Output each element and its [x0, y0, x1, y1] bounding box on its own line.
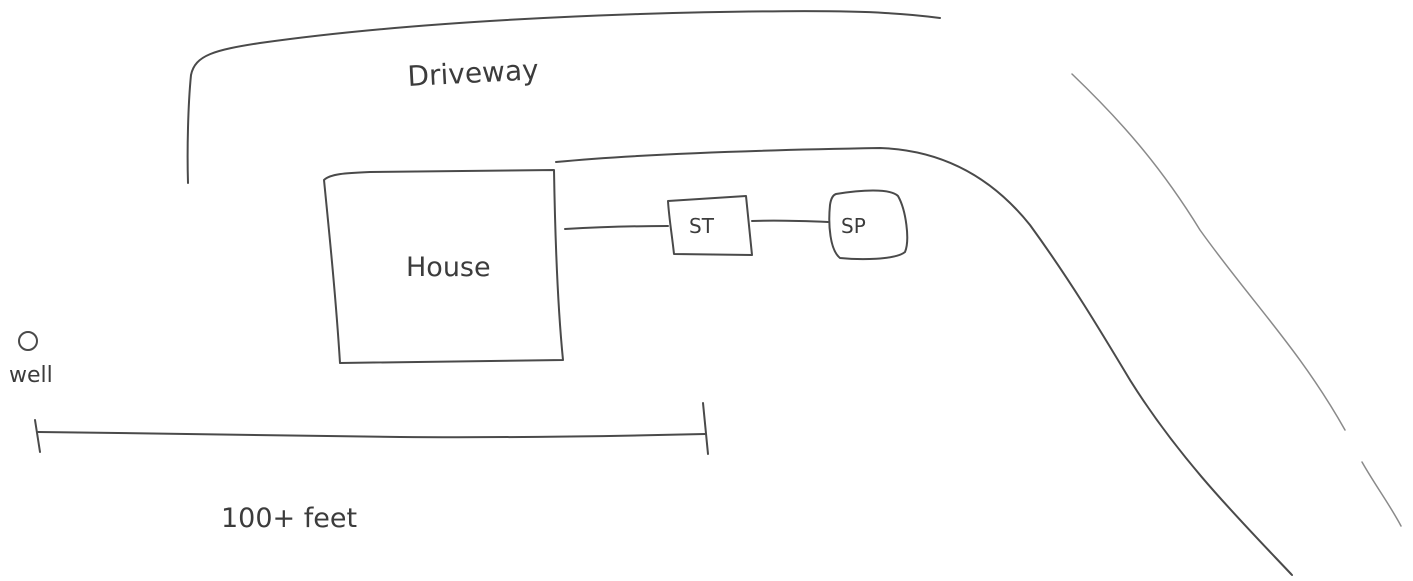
septic-pump-outline	[828, 189, 909, 261]
well-icon	[18, 331, 38, 351]
house-outline	[323, 169, 564, 364]
road-edge-line-lower	[1361, 461, 1402, 527]
driveway-inner-edge	[555, 147, 1293, 576]
well-label: well	[9, 363, 53, 388]
house-to-tank-pipe	[564, 225, 669, 230]
tank-to-pump-pipe	[751, 219, 829, 223]
septic-pump-label: SP	[841, 214, 866, 238]
road-edge-line	[1071, 73, 1346, 431]
septic-tank-outline	[667, 195, 753, 256]
driveway-outer-edge	[186, 10, 941, 184]
distance-left-tick	[34, 419, 41, 453]
distance-label: 100+ feet	[221, 503, 357, 534]
house-label: House	[406, 252, 491, 283]
distance-right-tick	[702, 402, 709, 455]
septic-tank-label: ST	[689, 214, 715, 238]
driveway-label: Driveway	[407, 53, 540, 93]
distance-dimension-line	[37, 431, 706, 439]
